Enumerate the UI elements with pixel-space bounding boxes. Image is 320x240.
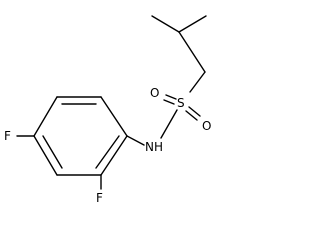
molecule-drawing: S O O NH F F: [4, 15, 211, 205]
bond-s-o-bottom-a: [188, 106, 201, 117]
ring-bond-1: [100, 96, 128, 137]
bond-s-o-top-a: [165, 94, 177, 100]
bond-n-ring: [126, 135, 145, 146]
ring-double-inner-3: [95, 135, 120, 169]
bond-ch2-s: [189, 71, 206, 93]
ring-bond-6: [100, 135, 128, 176]
structure-diagram: S O O NH F F: [4, 15, 212, 205]
bond-s-n: [160, 109, 178, 139]
atom-f-bottom: F: [96, 191, 103, 205]
bond-c-methyl-right: [178, 15, 207, 33]
atom-o-bottom: O: [202, 119, 211, 133]
ring-bond-4: [33, 135, 58, 176]
bond-s-o-top-b: [163, 99, 175, 105]
bond-ch-ch2: [178, 31, 206, 73]
ring-bond-3: [33, 96, 58, 137]
ring-double-inner-2: [42, 135, 63, 169]
bond-s-o-bottom-b: [185, 110, 198, 121]
atom-f-left: F: [4, 129, 11, 143]
atom-o-top: O: [150, 86, 159, 100]
bond-c-methyl-left: [151, 15, 180, 33]
atom-s: S: [177, 96, 185, 110]
atom-nh: NH: [145, 140, 163, 154]
